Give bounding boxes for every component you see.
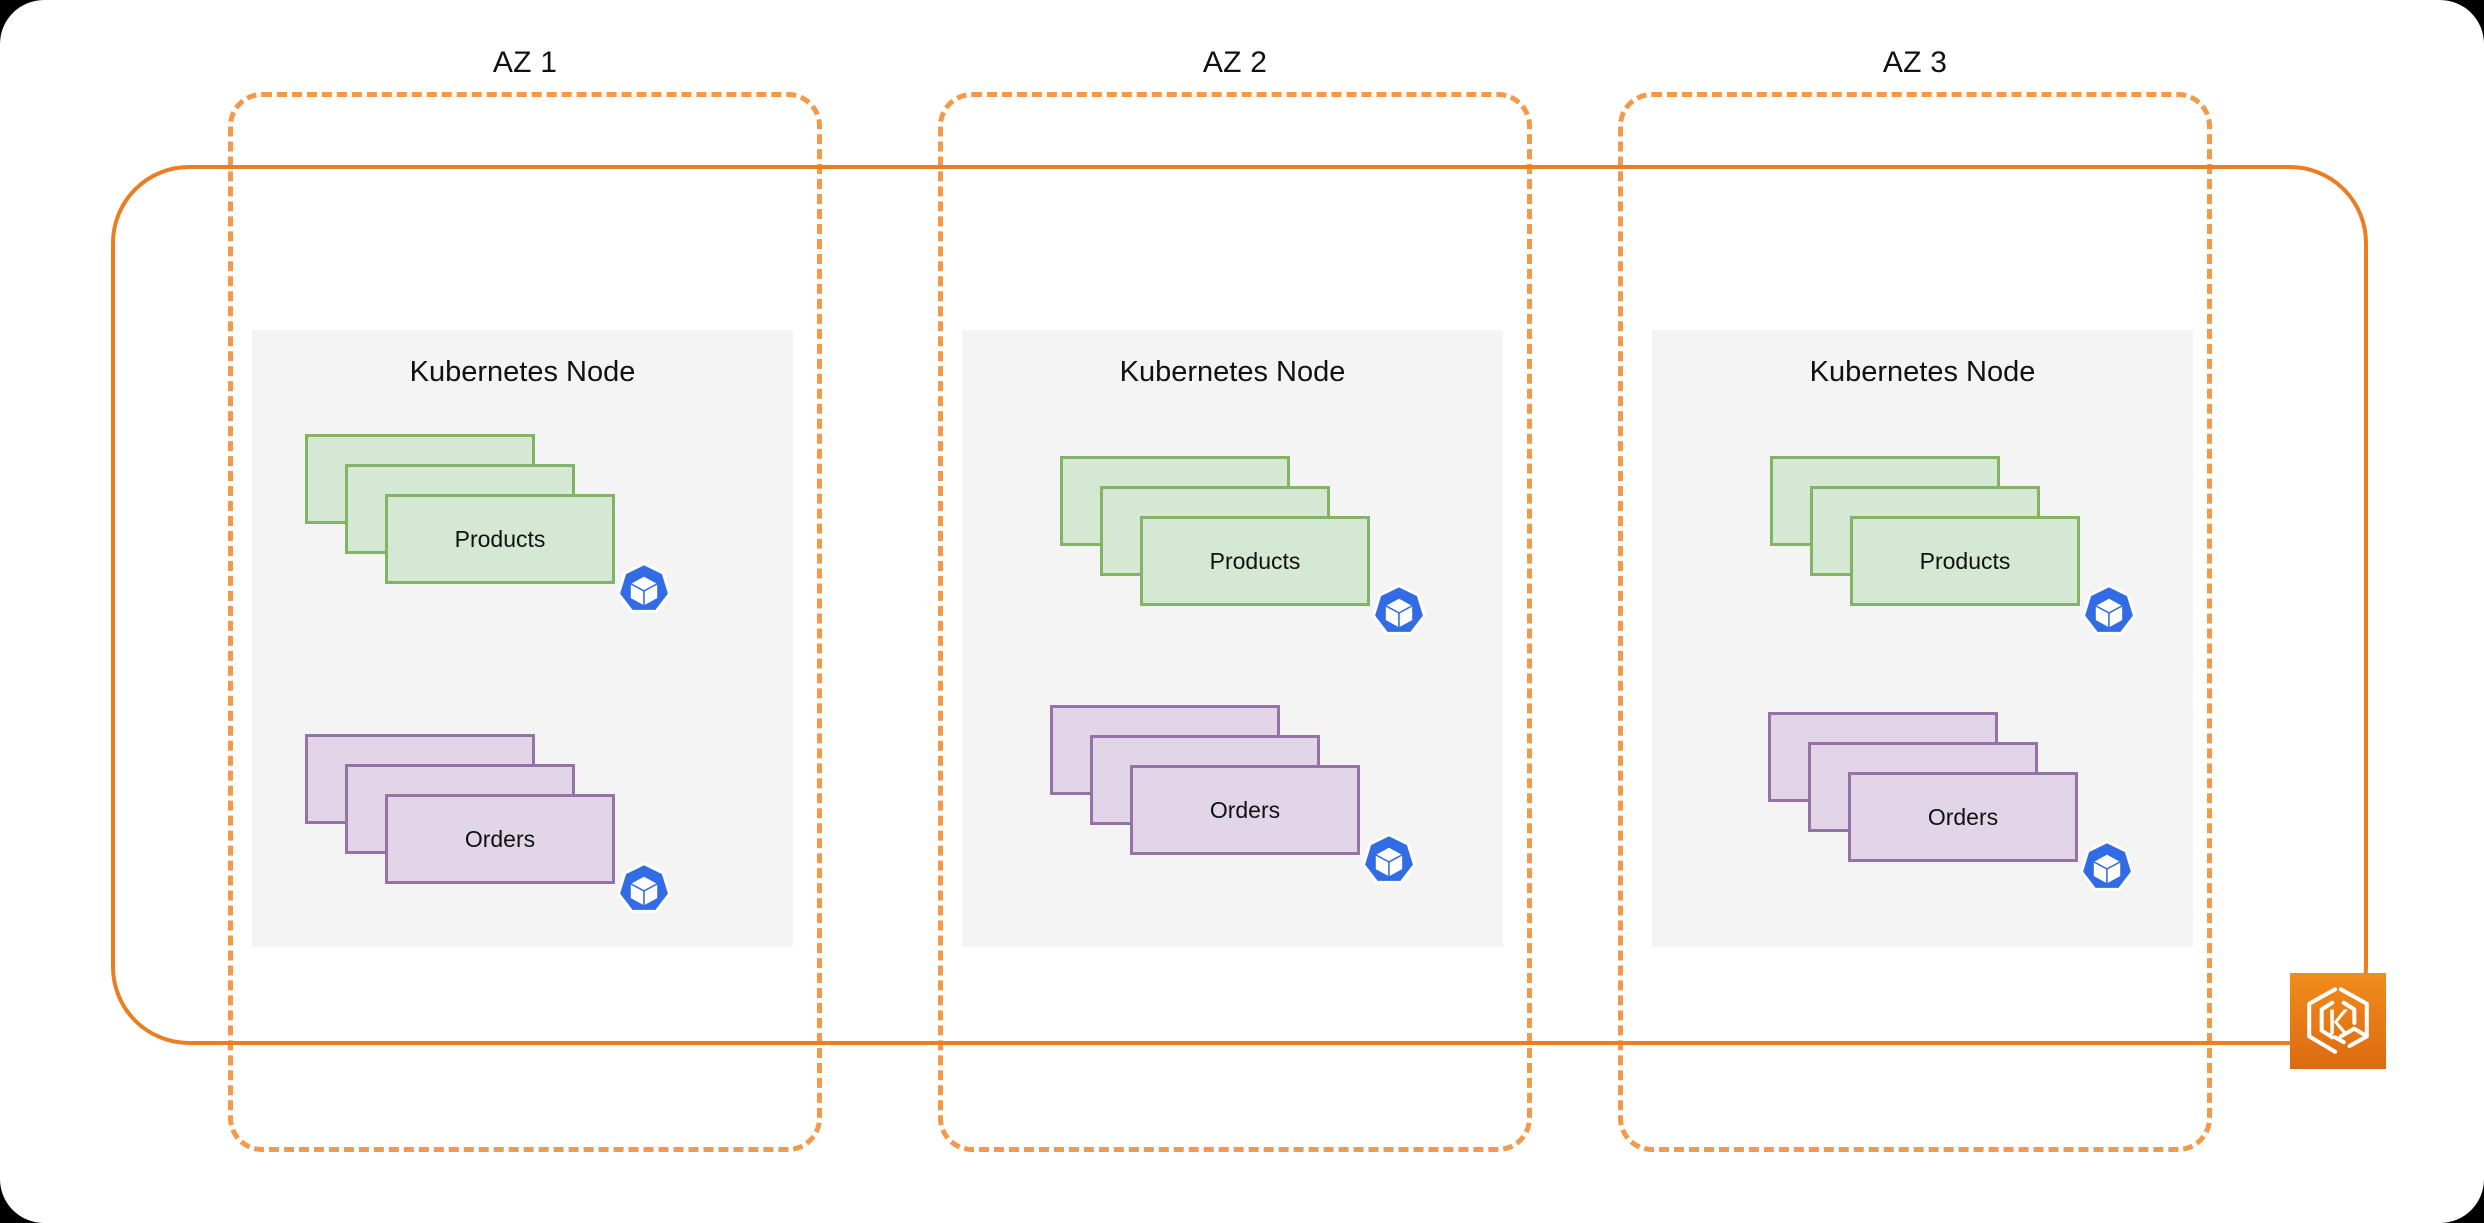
az-label-2: AZ 2	[1202, 46, 1268, 79]
kubernetes-icon	[1360, 833, 1418, 891]
workload-label: Products	[454, 525, 546, 552]
az-container-1[interactable]	[228, 92, 822, 1152]
workload-label: Products	[1919, 547, 2011, 574]
pod-replica[interactable]: Products	[1850, 516, 2080, 606]
kubernetes-icon	[615, 862, 673, 920]
az-container-3[interactable]	[1618, 92, 2212, 1152]
kubernetes-node-title: Kubernetes Node	[1119, 356, 1346, 388]
kubernetes-node-title: Kubernetes Node	[409, 356, 636, 388]
az-label-1: AZ 1	[492, 46, 558, 79]
workload-stack-products-1[interactable]: Products	[305, 434, 615, 584]
workload-label: Orders	[1209, 796, 1281, 823]
workload-stack-orders-1[interactable]: Orders	[305, 734, 615, 884]
az-container-2[interactable]	[938, 92, 1532, 1152]
workload-stack-orders-3[interactable]: Orders	[1768, 712, 2078, 862]
pod-replica[interactable]: Products	[1140, 516, 1370, 606]
pod-replica[interactable]: Orders	[1848, 772, 2078, 862]
kubernetes-icon	[2080, 584, 2138, 642]
pod-replica[interactable]: Products	[385, 494, 615, 584]
kubernetes-icon	[1370, 584, 1428, 642]
workload-label: Orders	[464, 825, 536, 852]
kubernetes-node-title: Kubernetes Node	[1809, 356, 2036, 388]
workload-stack-products-3[interactable]: Products	[1770, 456, 2080, 606]
workload-stack-orders-2[interactable]: Orders	[1050, 705, 1360, 855]
az-label-3: AZ 3	[1882, 46, 1948, 79]
workload-stack-products-2[interactable]: Products	[1060, 456, 1370, 606]
workload-label: Orders	[1927, 803, 1999, 830]
workload-label: Products	[1209, 547, 1301, 574]
pod-replica[interactable]: Orders	[385, 794, 615, 884]
kubernetes-icon	[615, 562, 673, 620]
eks-icon[interactable]	[2290, 973, 2386, 1069]
vpc-boundary	[111, 165, 2368, 1045]
pod-replica[interactable]: Orders	[1130, 765, 1360, 855]
kubernetes-icon	[2078, 840, 2136, 898]
